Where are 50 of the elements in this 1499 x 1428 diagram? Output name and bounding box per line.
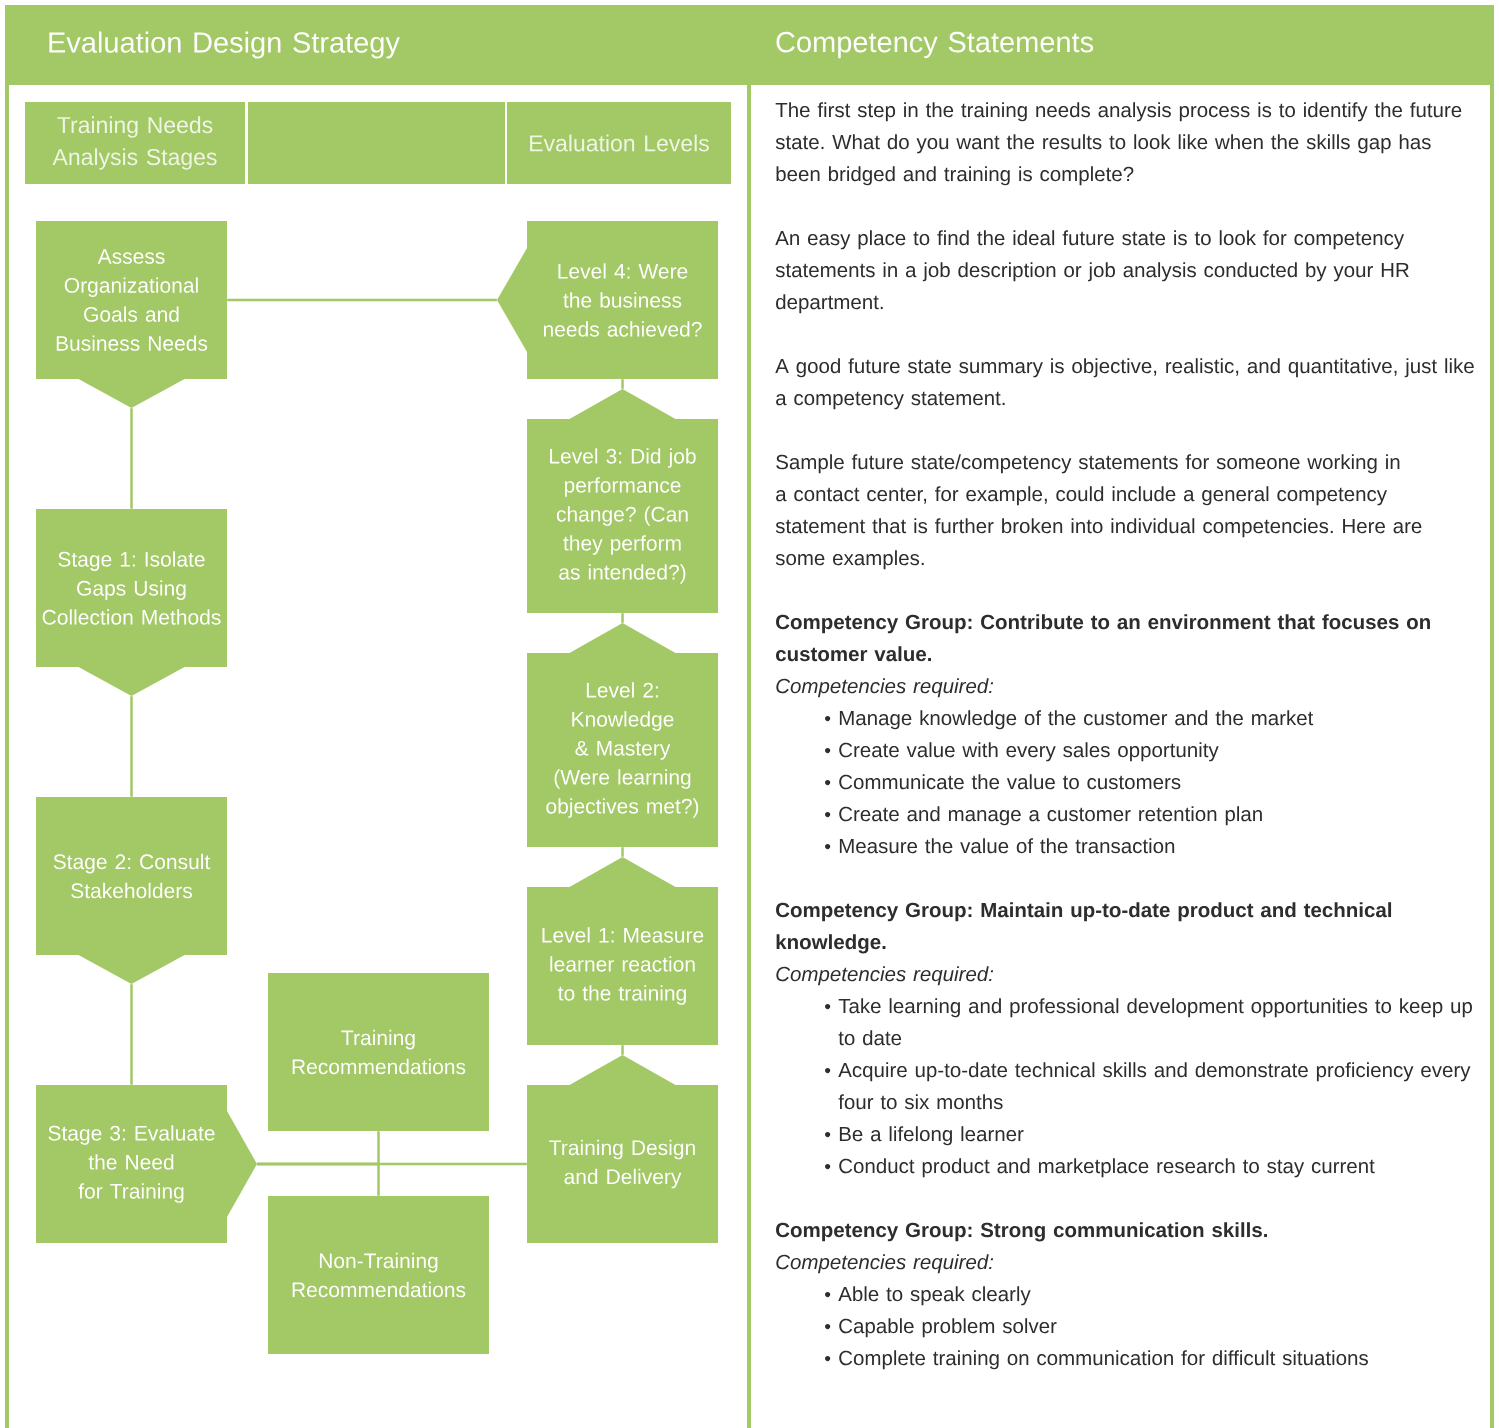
list-item: Communicate the value to customers xyxy=(839,774,1181,790)
stage-box: Level 3: Did job performance change? (Can they perform as intended?) xyxy=(527,389,718,613)
list-item: Create and manage a customer retention plan xyxy=(839,806,1262,826)
column-header xyxy=(248,102,505,184)
column-header: Training Needs Analysis Stages xyxy=(25,102,245,184)
connector-line xyxy=(130,984,133,1085)
stage-box: Non-Training Recommendations xyxy=(268,1196,489,1354)
header-band: Competency Statements xyxy=(749,5,1494,85)
stage-box: Level 1: Measure learner reaction to the training xyxy=(527,857,718,1045)
list-item: Complete training on communication for difficult situations xyxy=(839,1350,1368,1370)
connector-line xyxy=(621,1045,624,1055)
group-heading: Competency Group: Strong communication skills. xyxy=(776,1222,1267,1242)
group-heading: Competency Group: Contribute to an environment that focuses on customer value. xyxy=(776,614,1430,662)
connector-line xyxy=(621,613,624,623)
list-item: Conduct product and marketplace research to stay current xyxy=(839,1158,1375,1178)
paragraph: The first step in the training needs analysis process is to identify the future state. What do you want the results to look like when the skills gap has been bridged and training is complete? xyxy=(775,102,1462,186)
subheading: Competencies required: xyxy=(776,678,994,698)
subheading: Competencies required: xyxy=(776,1254,994,1274)
list-item: Acquire up-to-date technical skills and demonstrate proficiency every four to six months xyxy=(838,1062,1471,1110)
list-item: Create value with every sales opportunity xyxy=(839,742,1219,762)
paragraph: Sample future state/competency statements for someone working in a contact center, for example, could include a general competency statement that is further broken into individual competencies. Here are some examples. xyxy=(775,454,1422,570)
column-header: Evaluation Levels xyxy=(507,102,731,184)
stage-box: Stage 2: Consult Stakeholders xyxy=(36,797,227,984)
node-label: Evaluation Levels xyxy=(530,134,709,152)
list-item: Take learning and professional development opportunities to keep up to date xyxy=(838,998,1472,1046)
connector-line xyxy=(130,408,133,509)
stage-box: Stage 1: Isolate Gaps Using Collection Methods xyxy=(36,509,227,696)
node-label: Evaluation Design Strategy xyxy=(49,31,400,59)
connector-line xyxy=(621,847,624,857)
node-label: Competency Statements xyxy=(776,31,1094,59)
header-band: Evaluation Design Strategy xyxy=(5,5,749,85)
stage-box: Training Design and Delivery xyxy=(527,1055,718,1243)
connector-line xyxy=(621,379,624,389)
list-item: Capable problem solver xyxy=(839,1318,1057,1338)
stage-box: Level 2: Knowledge & Mastery (Were learning objectives met?) xyxy=(527,623,718,847)
list-item: Manage knowledge of the customer and the market xyxy=(839,710,1314,730)
stage-box: Training Recommendations xyxy=(268,973,489,1131)
stage-box: Level 4: Were the business needs achieved? xyxy=(497,221,718,379)
stage-box: Stage 3: Evaluate the Need for Training xyxy=(36,1085,257,1243)
list-item: Be a lifelong learner xyxy=(839,1126,1024,1146)
subheading: Competencies required: xyxy=(776,966,994,986)
connector-line xyxy=(257,1162,380,1196)
list-item: Able to speak clearly xyxy=(838,1286,1031,1306)
connector-line xyxy=(227,298,497,302)
group-heading: Competency Group: Maintain up-to-date product and technical knowledge. xyxy=(776,902,1392,954)
connector-line xyxy=(130,696,133,797)
paragraph: An easy place to find the ideal future state is to look for competency statements in a job description or job analysis conducted by your HR department. xyxy=(775,230,1409,314)
paragraph: A good future state summary is objective, realistic, and quantitative, just like a competency statement. xyxy=(775,358,1474,410)
list-item: Measure the value of the transaction xyxy=(839,838,1175,854)
stage-box: Assess Organizational Goals and Business Needs xyxy=(36,221,227,408)
